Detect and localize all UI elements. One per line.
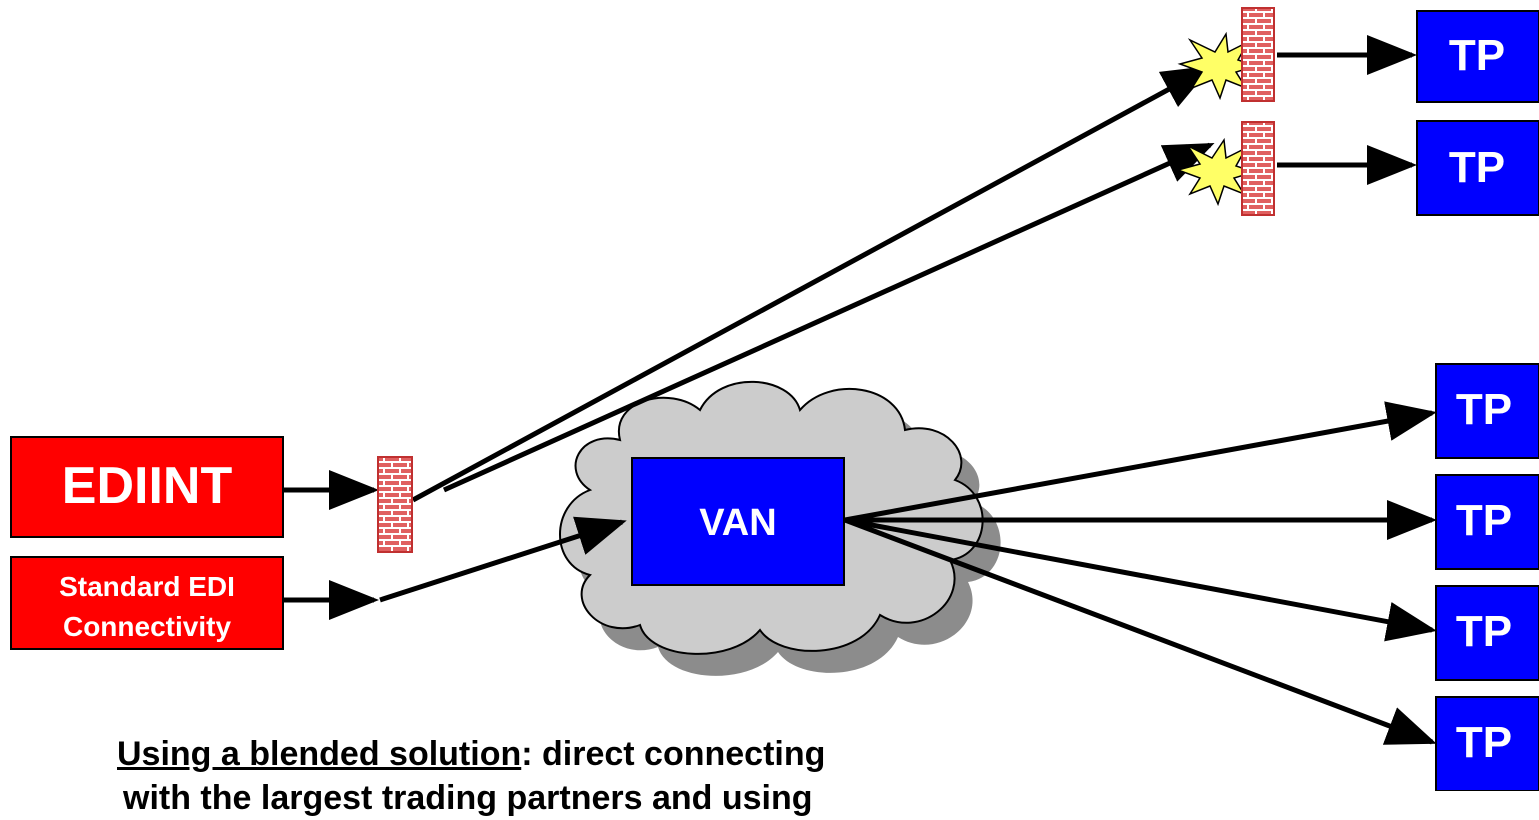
caption-rest: : direct connecting [521, 735, 826, 773]
remote-firewall-2 [1175, 121, 1275, 216]
tp-box-2: TP [1416, 120, 1539, 216]
tp-label: TP [1456, 385, 1512, 434]
tp-label: TP [1456, 607, 1512, 656]
firewall-icon [1241, 7, 1275, 102]
standard-edi-label-line2: Connectivity [63, 611, 231, 642]
tp-box-5: TP [1435, 585, 1539, 681]
van-box: VAN [631, 457, 845, 586]
arrow-firewall-to-tp-top-2 [442, 142, 1215, 493]
arrow-firewall-to-tp-top-1 [411, 65, 1213, 503]
tp-box-4: TP [1435, 474, 1539, 570]
tp-box-6: TP [1435, 696, 1539, 791]
tp-box-3: TP [1435, 363, 1539, 459]
arrow-van-to-tp3 [844, 401, 1437, 523]
firewall-icon [377, 456, 413, 553]
tp-label: TP [1456, 718, 1512, 767]
caption-line-1: Using a blended solution: direct connect… [117, 732, 1117, 776]
arrow-van-to-tp6 [844, 517, 1437, 745]
firewall-icon [1241, 121, 1275, 216]
arrow-van-to-tp5 [844, 517, 1437, 642]
remote-firewall-1 [1177, 7, 1275, 102]
tp-label: TP [1456, 496, 1512, 545]
tp-label: TP [1449, 143, 1505, 192]
tp-box-1: TP [1416, 10, 1539, 103]
blended-edi-diagram: EDIINT Standard EDI Connectivity VAN TP … [10, 7, 1539, 791]
standard-edi-box: Standard EDI Connectivity [10, 556, 284, 650]
burst-icon [1175, 137, 1257, 207]
ediint-label: EDIINT [62, 457, 233, 515]
connectors [283, 35, 1437, 745]
arrow-standard-edi-to-van [379, 516, 627, 603]
caption-line-2: with the largest trading partners and us… [123, 779, 813, 817]
standard-edi-label-line1: Standard EDI [59, 571, 235, 602]
tp-label: TP [1449, 31, 1505, 80]
caption: Using a blended solution: direct connect… [117, 732, 1117, 820]
caption-underlined: Using a blended solution [117, 735, 522, 773]
ediint-box: EDIINT [10, 436, 284, 538]
van-label: VAN [699, 502, 776, 544]
